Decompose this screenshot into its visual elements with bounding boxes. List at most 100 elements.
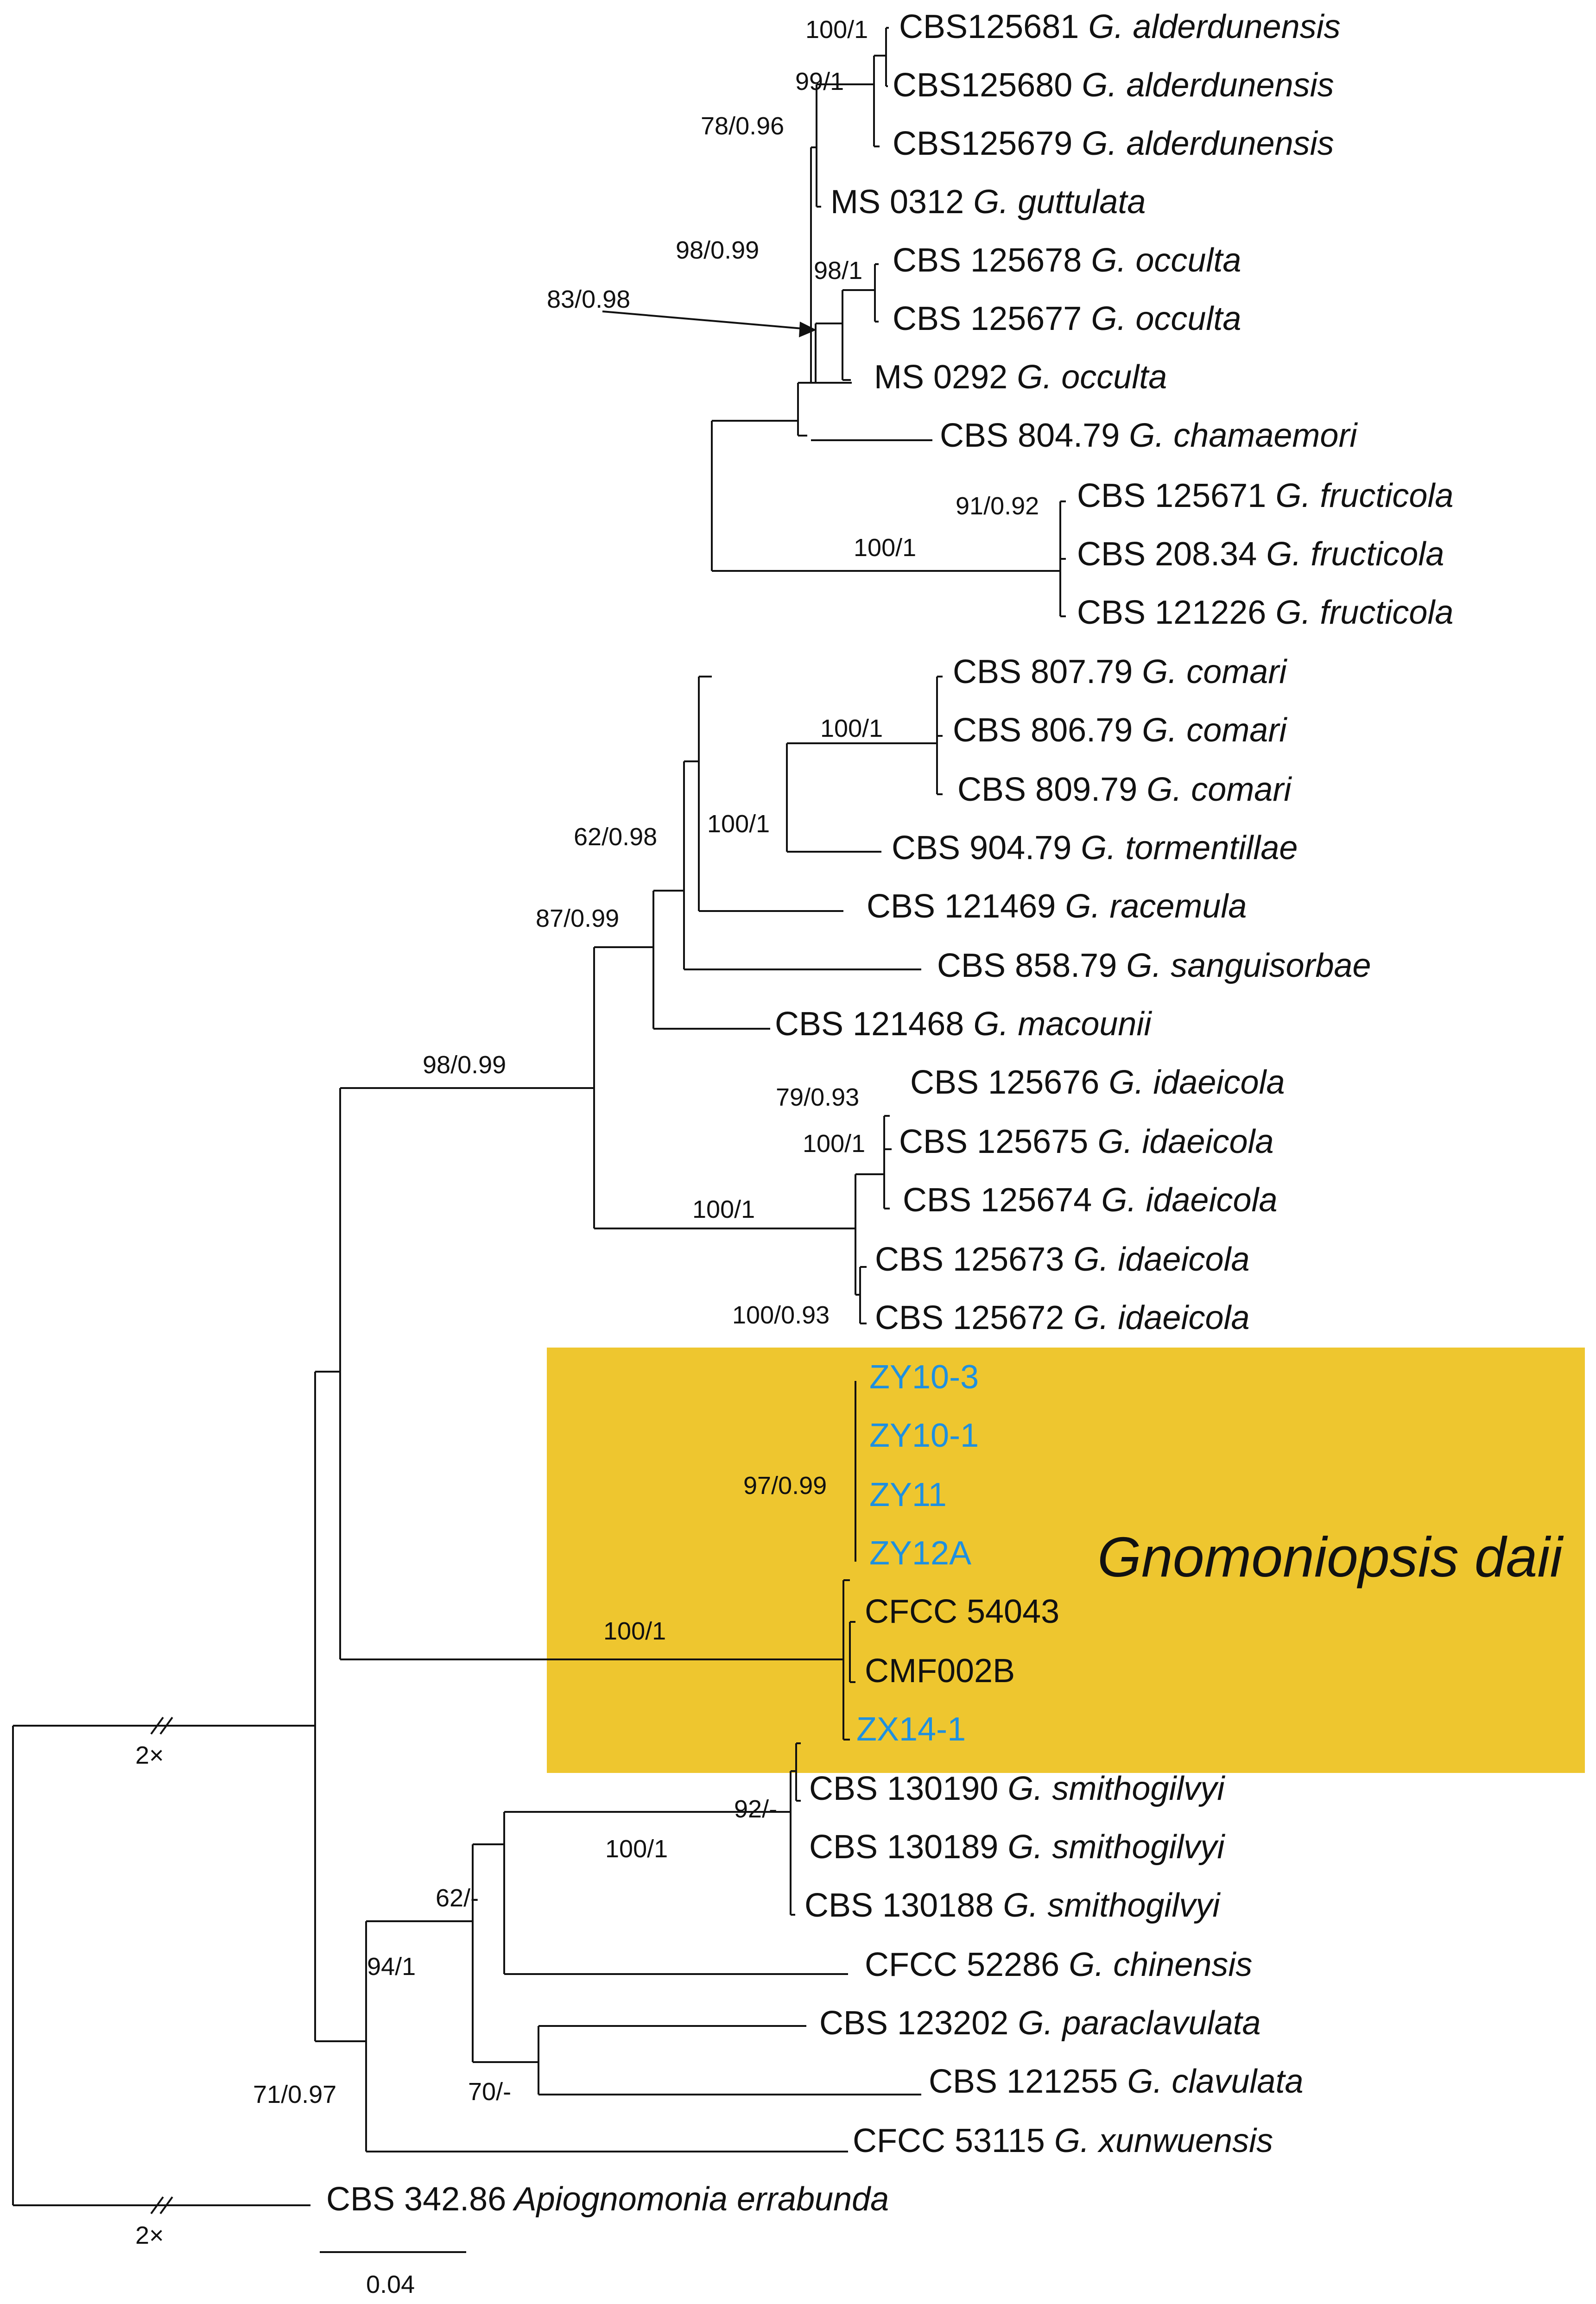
support-value: 100/1 (805, 16, 868, 44)
taxon-label: CFCC 54043 (865, 1593, 1059, 1630)
taxon-label: CBS 208.34 G. fructicola (1077, 536, 1444, 573)
taxon-label: CBS 125673 G. idaeicola (875, 1241, 1250, 1278)
taxon-accession: ZY12A (869, 1535, 971, 1572)
taxon-label: CMF002B (865, 1652, 1015, 1690)
taxon-accession: CBS 904.79 (892, 829, 1071, 867)
taxon-label: CBS 904.79 G. tormentillae (892, 829, 1298, 867)
taxon-accession: ZY10-3 (869, 1359, 979, 1396)
taxon-label: CBS125680 G. alderdunensis (893, 67, 1334, 104)
taxon-species: G. comari (1133, 712, 1287, 749)
branch-break-label: 2× (135, 1741, 164, 1769)
taxon-species: G. macounii (964, 1006, 1152, 1043)
taxon-label: ZY12A (869, 1535, 971, 1572)
taxon-accession: CBS 125673 (875, 1241, 1064, 1278)
taxon-label: ZY11 (869, 1476, 947, 1513)
taxon-accession: CBS 130188 (804, 1887, 994, 1924)
taxon-accession: CBS 125671 (1077, 477, 1266, 514)
taxon-accession: CBS 809.79 (957, 771, 1137, 808)
taxon-label: CBS 121255 G. clavulata (929, 2063, 1304, 2100)
support-value: 62/0.98 (574, 823, 657, 851)
taxon-label: CFCC 52286 G. chinensis (865, 1946, 1252, 1983)
taxon-label: MS 0312 G. guttulata (830, 184, 1146, 221)
clade-label: Gnomoniopsis daii (1097, 1525, 1564, 1589)
scale-bar-label: 0.04 (366, 2271, 415, 2298)
taxon-species: G. idaeicola (1064, 1241, 1249, 1278)
taxon-accession: CBS 121468 (775, 1006, 964, 1043)
support-value: 91/0.92 (956, 492, 1039, 520)
taxon-label: CBS 806.79 G. comari (953, 712, 1287, 749)
taxon-accession: CBS 123202 (819, 2005, 1008, 2042)
taxon-accession: CBS 121226 (1077, 594, 1266, 631)
taxon-accession: CBS 125677 (893, 300, 1082, 337)
taxon-accession: MS 0312 (830, 184, 964, 221)
taxon-accession: CFCC 53115 (853, 2122, 1045, 2159)
taxon-species: G. idaeicola (1099, 1064, 1285, 1101)
support-value: 97/0.99 (743, 1472, 827, 1500)
taxon-accession: CBS 858.79 (937, 947, 1117, 984)
support-value: 83/0.98 (547, 285, 630, 313)
taxon-accession: ZX14-1 (856, 1711, 966, 1748)
taxon-accession: CBS 121255 (929, 2063, 1118, 2100)
taxon-species: G. occulta (1082, 242, 1241, 279)
taxon-species: G. occulta (1082, 300, 1241, 337)
taxon-label: CBS 121468 G. macounii (775, 1006, 1152, 1043)
taxon-species: Apiognomonia errabunda (506, 2181, 889, 2218)
support-value: 94/1 (367, 1953, 416, 1981)
taxon-accession: CBS 125672 (875, 1299, 1064, 1336)
support-value: 100/1 (605, 1835, 668, 1863)
taxon-species: G. smithogilvyi (998, 1770, 1225, 1807)
taxon-label: CBS 125672 G. idaeicola (875, 1299, 1250, 1336)
taxon-species: G. alderdunensis (1079, 8, 1340, 45)
taxon-accession: CFCC 52286 (865, 1946, 1059, 1983)
taxon-label: CBS 125671 G. fructicola (1077, 477, 1453, 514)
taxon-species: G. smithogilvyi (994, 1887, 1221, 1924)
taxon-label: CBS 125677 G. occulta (893, 300, 1241, 337)
taxon-accession: CBS 342.86 (326, 2181, 506, 2218)
taxon-species: G. fructicola (1266, 594, 1453, 631)
support-value: 98/0.99 (676, 236, 759, 264)
taxon-label: CBS 342.86 Apiognomonia errabunda (326, 2181, 889, 2218)
taxon-species: G. idaeicola (1064, 1299, 1249, 1336)
taxon-accession: CFCC 54043 (865, 1593, 1059, 1630)
taxon-accession: CBS 806.79 (953, 712, 1133, 749)
support-value: 98/0.99 (423, 1051, 506, 1079)
taxon-label: CBS125681 G. alderdunensis (899, 8, 1341, 45)
support-value: 99/1 (795, 68, 844, 95)
taxon-species: G. fructicola (1257, 536, 1444, 573)
taxon-label: ZY10-3 (869, 1359, 979, 1396)
taxon-label: CBS 804.79 G. chamaemori (940, 417, 1358, 454)
taxon-accession: ZY10-1 (869, 1417, 979, 1454)
taxon-species: G. idaeicola (1088, 1123, 1273, 1160)
taxon-label: CBS 121469 G. racemula (867, 888, 1247, 925)
taxon-label: CBS 123202 G. paraclavulata (819, 2005, 1261, 2042)
support-value: 62/- (436, 1884, 479, 1912)
taxon-accession: MS 0292 (874, 359, 1007, 396)
taxon-species: G. comari (1133, 653, 1287, 690)
support-values: 100/1 99/1 78/0.96 98/0.99 98/1 83/0.98 … (253, 16, 1039, 2108)
taxon-accession: CBS 125676 (910, 1064, 1099, 1101)
taxon-accession: CBS 130189 (809, 1829, 998, 1866)
taxon-species: G. idaeicola (1092, 1182, 1277, 1219)
taxon-label: CBS 858.79 G. sanguisorbae (937, 947, 1371, 984)
taxon-accession: ZY11 (869, 1476, 947, 1513)
taxon-label: ZY10-1 (869, 1417, 979, 1454)
taxon-label: CBS 807.79 G. comari (953, 653, 1287, 690)
support-value: 100/1 (803, 1130, 865, 1158)
taxon-accession: CBS 807.79 (953, 653, 1133, 690)
taxon-species: G. smithogilvyi (998, 1829, 1225, 1866)
taxon-label: CBS 130190 G. smithogilvyi (809, 1770, 1225, 1807)
support-value: 87/0.99 (536, 905, 619, 932)
taxon-label: MS 0292 G. occulta (874, 359, 1167, 396)
clade-highlight-box (547, 1348, 1585, 1773)
taxon-accession: CBS 125675 (899, 1123, 1088, 1160)
support-value: 100/1 (707, 810, 770, 838)
taxon-accession: CBS 121469 (867, 888, 1056, 925)
taxon-accession: CBS 125678 (893, 242, 1082, 279)
taxon-label: CBS125679 G. alderdunensis (893, 125, 1334, 162)
support-value: 100/1 (820, 715, 883, 742)
taxon-accession: CBS125679 (893, 125, 1072, 162)
taxon-species: G. guttulata (964, 184, 1146, 221)
taxon-species: G. alderdunensis (1072, 67, 1334, 104)
